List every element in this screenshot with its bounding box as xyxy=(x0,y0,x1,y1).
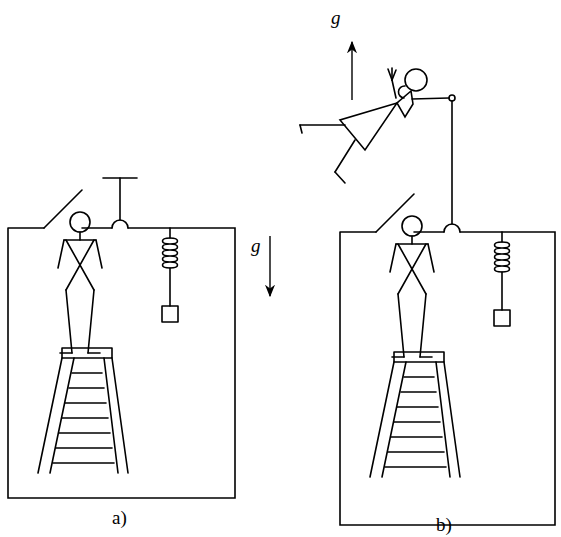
rope-end xyxy=(449,95,455,101)
gravity-symbol: g xyxy=(251,236,261,255)
cabin xyxy=(340,232,555,525)
floating-person-part xyxy=(340,103,397,150)
floating-person xyxy=(300,68,427,183)
panel-label: b) xyxy=(436,515,452,534)
rope-handle xyxy=(103,177,137,179)
gravity-arrow xyxy=(351,42,352,100)
hatch xyxy=(376,194,414,232)
rope xyxy=(119,178,121,220)
floating-person-part xyxy=(335,172,345,183)
elevator-b-part xyxy=(370,216,510,477)
rope xyxy=(451,101,453,224)
arm xyxy=(412,98,449,99)
elevator-a xyxy=(8,178,235,498)
hatch xyxy=(44,190,82,228)
floating-person-part xyxy=(398,86,405,98)
floating-person-part xyxy=(405,69,427,91)
elevator-a-part xyxy=(38,212,178,473)
panel-label: a) xyxy=(112,508,127,527)
gravity-arrow xyxy=(269,236,270,296)
floating-person-part xyxy=(391,68,393,80)
floating-person-part xyxy=(300,124,345,126)
gravity-symbol: g xyxy=(331,8,341,27)
floating-person-part xyxy=(392,80,396,98)
elevator-b xyxy=(300,68,555,525)
floating-person-part xyxy=(300,125,302,133)
floating-person-part xyxy=(335,140,355,172)
floating-person-part xyxy=(388,69,392,80)
